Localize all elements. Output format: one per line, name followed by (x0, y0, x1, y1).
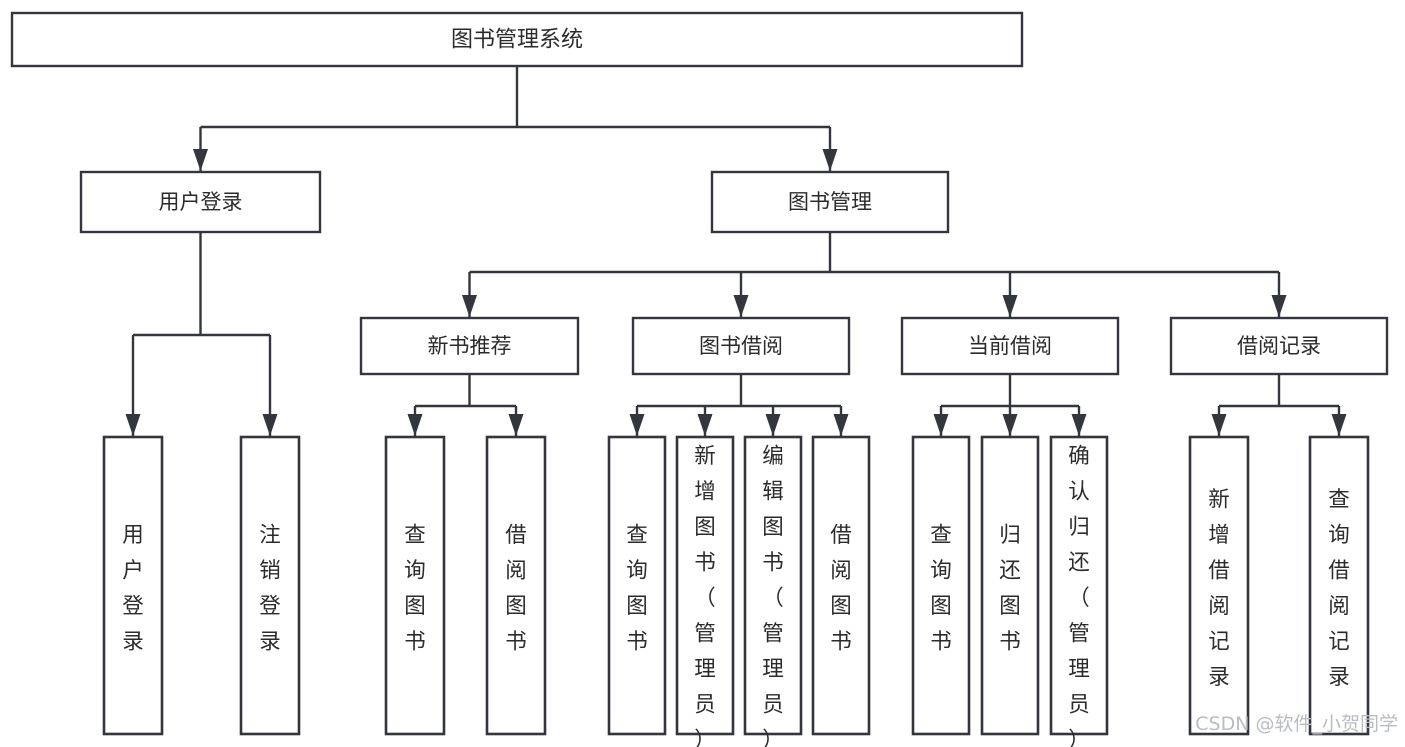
arrow-head (1271, 295, 1287, 317)
node-leaf-edit-book[interactable]: 编辑图书（管理员） (743, 435, 803, 747)
connector-layer (125, 66, 1347, 436)
node-box (1169, 316, 1389, 376)
node-box (10, 11, 1024, 68)
node-label: 新增图书（管理员） (694, 444, 716, 747)
arrow-head (1002, 295, 1018, 317)
node-box (607, 435, 667, 736)
arrow-head (262, 414, 278, 436)
arrow-head (193, 149, 208, 171)
node-label: 新书推荐 (428, 334, 512, 358)
node-box (675, 435, 735, 736)
node-new-book-recommend[interactable]: 新书推荐 (359, 316, 580, 376)
node-book-management[interactable]: 图书管理 (710, 170, 950, 234)
node-label: 当前借阅 (968, 334, 1052, 358)
node-box (980, 435, 1040, 736)
arrow-head (407, 414, 423, 436)
node-box (1049, 435, 1109, 736)
node-leaf-confirm-return[interactable]: 确认归还（管理员） (1049, 435, 1109, 747)
node-borrow-record[interactable]: 借阅记录 (1169, 316, 1389, 376)
node-leaf-user-login[interactable]: 用户登录 (102, 435, 164, 736)
node-box (631, 316, 851, 376)
node-box (485, 435, 547, 736)
node-box (900, 316, 1120, 376)
node-label: 用户登录 (122, 523, 144, 655)
arrow-head (765, 414, 781, 436)
node-label: 确认归还（管理员） (1068, 444, 1090, 747)
node-leaf-add-book[interactable]: 新增图书（管理员） (675, 435, 735, 747)
arrow-head (733, 295, 749, 317)
node-label: 注销登录 (259, 523, 281, 655)
node-label: 新增借阅记录 (1208, 488, 1230, 691)
node-box (359, 316, 580, 376)
arrow-head (629, 414, 645, 436)
node-leaf-borrow-book-1[interactable]: 借阅图书 (485, 435, 547, 736)
node-current-borrow[interactable]: 当前借阅 (900, 316, 1120, 376)
node-label: 查询图书 (930, 523, 952, 655)
arrow-head (1002, 414, 1018, 436)
node-leaf-return-book[interactable]: 归还图书 (980, 435, 1040, 736)
node-label: 借阅记录 (1237, 334, 1321, 358)
arrow-head (462, 295, 477, 317)
node-leaf-borrow-book-2[interactable]: 借阅图书 (811, 435, 871, 736)
arrow-head (933, 414, 949, 436)
node-box (102, 435, 164, 736)
node-layer: 图书管理系统用户登录图书管理新书推荐图书借阅当前借阅借阅记录用户登录注销登录查询… (10, 11, 1389, 747)
node-leaf-add-record[interactable]: 新增借阅记录 (1188, 435, 1250, 736)
node-label: 编辑图书（管理员） (762, 444, 784, 747)
arrow-head (697, 414, 713, 436)
arrow-head (1331, 414, 1347, 436)
node-box (79, 170, 322, 234)
node-box (710, 170, 950, 234)
node-label: 归还图书 (999, 523, 1021, 655)
node-box (811, 435, 871, 736)
node-label: 查询借阅记录 (1328, 488, 1350, 691)
node-box (1308, 435, 1370, 736)
arrow-head (508, 414, 524, 436)
node-label: 查询图书 (404, 523, 426, 655)
arrow-head (125, 414, 141, 436)
node-leaf-query-book-2[interactable]: 查询图书 (607, 435, 667, 736)
node-label: 图书管理 (788, 190, 872, 214)
node-label: 借阅图书 (505, 523, 527, 655)
node-box (384, 435, 446, 736)
csdn-watermark: CSDN @软件_小贺同学 (1195, 713, 1398, 735)
node-label: 图书借阅 (699, 334, 783, 358)
arrow-head (1071, 414, 1087, 436)
node-box (239, 435, 301, 736)
node-box (743, 435, 803, 736)
node-leaf-query-record[interactable]: 查询借阅记录 (1308, 435, 1370, 736)
node-leaf-query-book-3[interactable]: 查询图书 (911, 435, 971, 736)
node-leaf-query-book-1[interactable]: 查询图书 (384, 435, 446, 736)
node-box (911, 435, 971, 736)
arrow-head (822, 149, 838, 171)
arrow-head (1211, 414, 1227, 436)
node-label: 查询图书 (626, 523, 648, 655)
node-label: 借阅图书 (830, 523, 852, 655)
node-book-borrow[interactable]: 图书借阅 (631, 316, 851, 376)
node-label: 图书管理系统 (451, 28, 583, 53)
arrow-head (833, 414, 849, 436)
node-box (1188, 435, 1250, 736)
node-root[interactable]: 图书管理系统 (10, 11, 1024, 68)
node-user-login[interactable]: 用户登录 (79, 170, 322, 234)
node-leaf-user-logout[interactable]: 注销登录 (239, 435, 301, 736)
node-label: 用户登录 (159, 190, 243, 214)
